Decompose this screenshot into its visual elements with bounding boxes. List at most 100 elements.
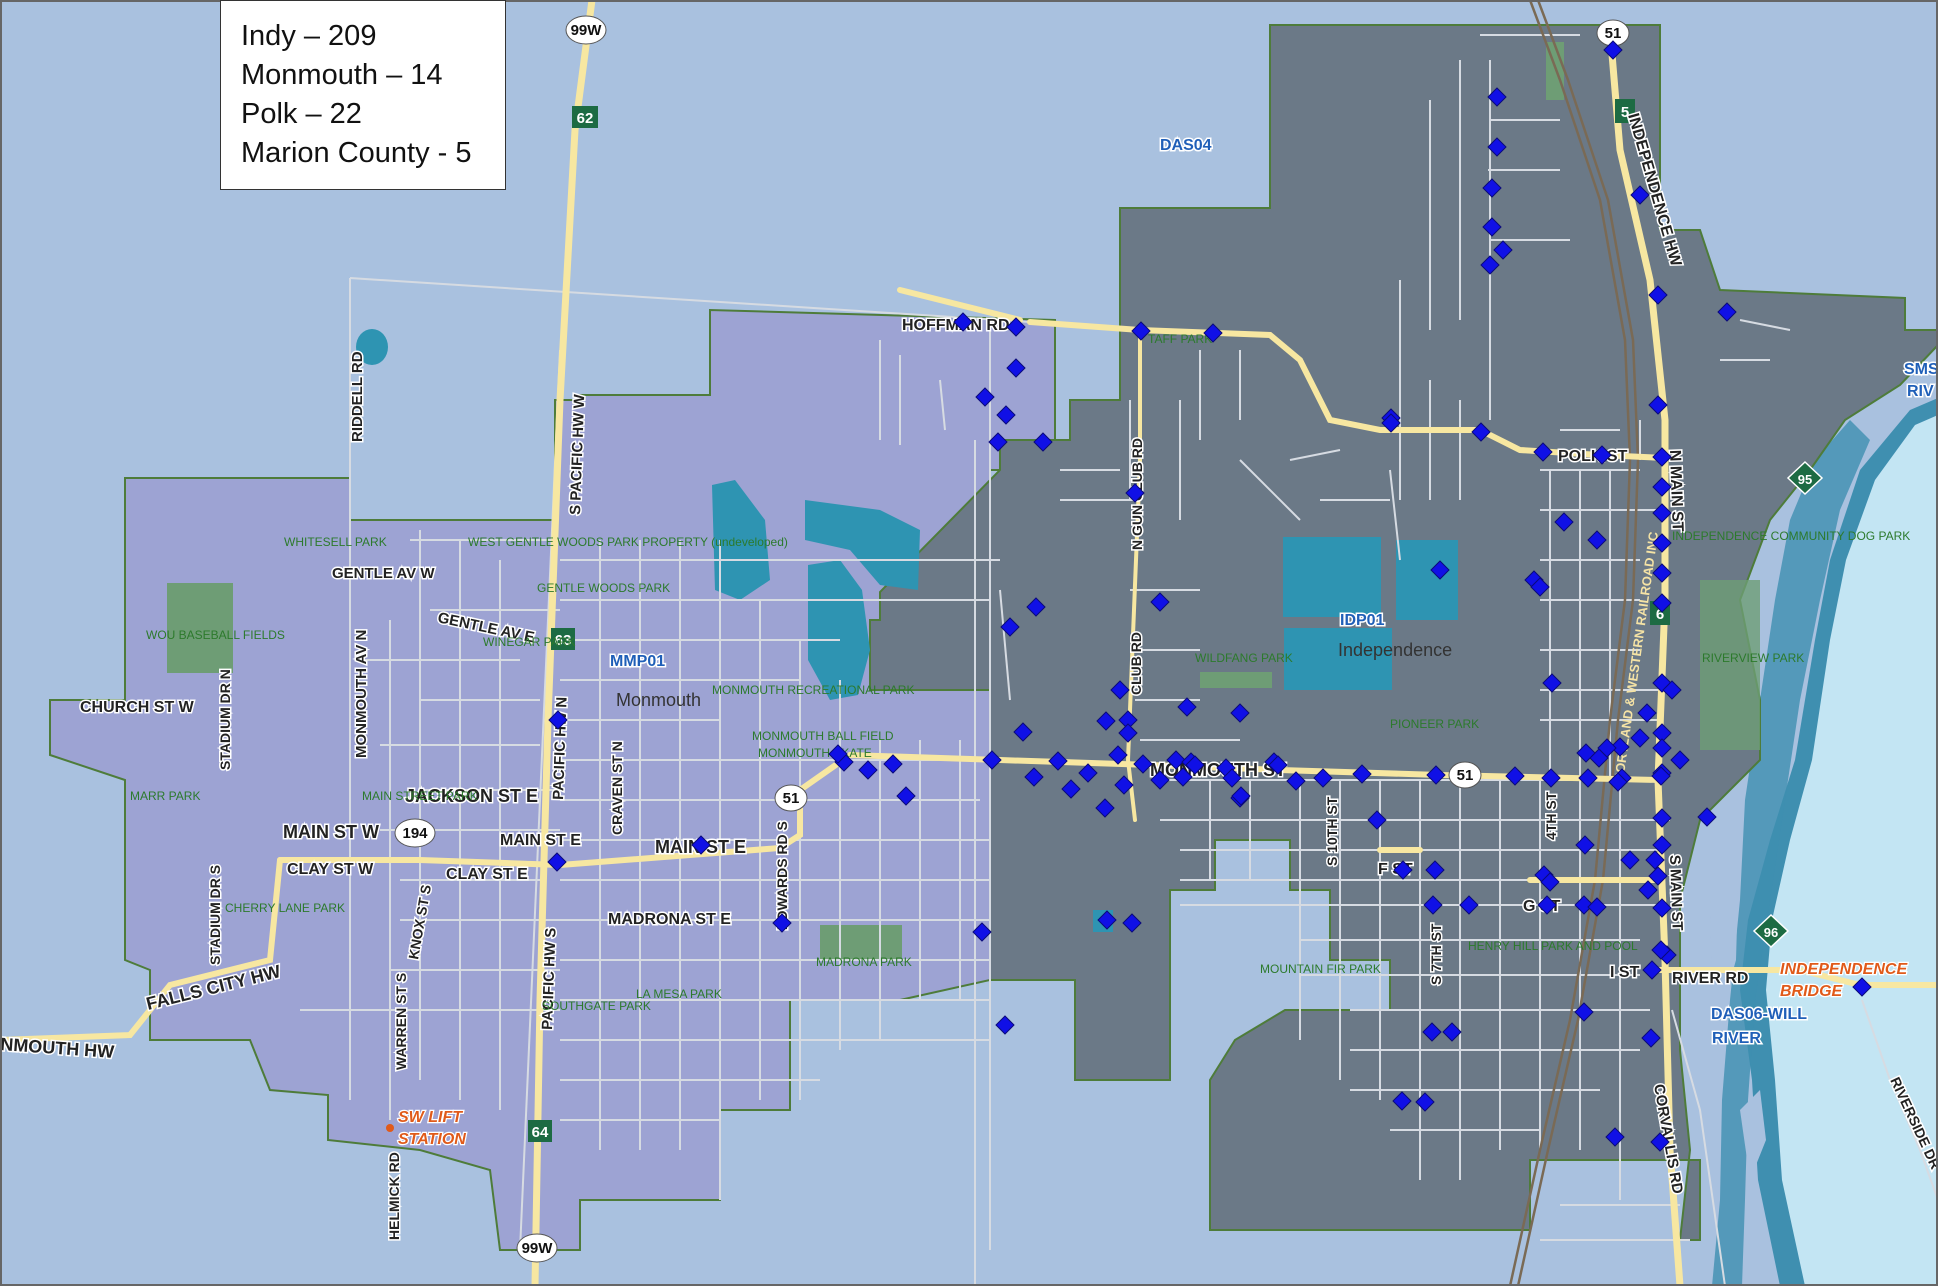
service-point-marker[interactable] <box>1108 745 1128 765</box>
service-point-marker[interactable] <box>1480 255 1500 275</box>
service-point-marker[interactable] <box>1648 395 1668 415</box>
service-point-marker[interactable] <box>1231 786 1251 806</box>
service-point-marker[interactable] <box>548 710 568 730</box>
service-point-marker[interactable] <box>1630 728 1650 748</box>
service-point-marker[interactable] <box>883 754 903 774</box>
service-point-marker[interactable] <box>953 312 973 332</box>
service-point-marker[interactable] <box>1006 317 1026 337</box>
service-point-marker[interactable] <box>1652 593 1672 613</box>
service-point-marker[interactable] <box>1608 772 1628 792</box>
service-point-marker[interactable] <box>1578 768 1598 788</box>
service-point-marker[interactable] <box>1630 185 1650 205</box>
service-point-marker[interactable] <box>1652 533 1672 553</box>
service-point-marker[interactable] <box>1471 422 1491 442</box>
service-point-marker[interactable] <box>1442 1022 1462 1042</box>
service-point-marker[interactable] <box>1642 960 1662 980</box>
service-point-marker[interactable] <box>996 405 1016 425</box>
service-point-marker[interactable] <box>1013 722 1033 742</box>
service-point-marker[interactable] <box>1033 432 1053 452</box>
service-point-marker[interactable] <box>1185 755 1205 775</box>
service-point-marker[interactable] <box>975 387 995 407</box>
service-point-marker[interactable] <box>972 922 992 942</box>
service-point-marker[interactable] <box>1125 483 1145 503</box>
service-point-marker[interactable] <box>1426 765 1446 785</box>
service-point-marker[interactable] <box>1459 895 1479 915</box>
service-point-marker[interactable] <box>1415 1092 1435 1112</box>
service-point-marker[interactable] <box>1620 850 1640 870</box>
service-point-marker[interactable] <box>1648 866 1668 886</box>
service-point-marker[interactable] <box>1662 680 1682 700</box>
service-point-marker[interactable] <box>1652 477 1672 497</box>
service-point-marker[interactable] <box>1652 447 1672 467</box>
service-point-marker[interactable] <box>1574 895 1594 915</box>
service-point-marker[interactable] <box>1648 285 1668 305</box>
service-point-marker[interactable] <box>1487 137 1507 157</box>
service-point-marker[interactable] <box>1381 413 1401 433</box>
service-point-marker[interactable] <box>1367 810 1387 830</box>
service-point-marker[interactable] <box>1540 872 1560 892</box>
service-point-marker[interactable] <box>1425 860 1445 880</box>
service-point-marker[interactable] <box>1393 860 1413 880</box>
service-point-marker[interactable] <box>1482 217 1502 237</box>
service-point-marker[interactable] <box>1505 766 1525 786</box>
service-point-marker[interactable] <box>1118 723 1138 743</box>
service-point-marker[interactable] <box>1670 750 1690 770</box>
service-point-marker[interactable] <box>982 750 1002 770</box>
service-point-marker[interactable] <box>1652 563 1672 583</box>
service-point-marker[interactable] <box>1230 703 1250 723</box>
service-point-marker[interactable] <box>1423 895 1443 915</box>
service-point-marker[interactable] <box>1530 577 1550 597</box>
service-point-marker[interactable] <box>1110 680 1130 700</box>
service-point-marker[interactable] <box>1114 775 1134 795</box>
service-point-marker[interactable] <box>1024 767 1044 787</box>
service-point-marker[interactable] <box>896 786 916 806</box>
service-point-marker[interactable] <box>1542 673 1562 693</box>
service-point-marker[interactable] <box>1603 40 1623 60</box>
service-point-marker[interactable] <box>988 432 1008 452</box>
service-point-marker[interactable] <box>1637 703 1657 723</box>
service-point-marker[interactable] <box>1131 321 1151 341</box>
service-point-marker[interactable] <box>1576 743 1596 763</box>
service-point-marker[interactable] <box>1597 738 1617 758</box>
service-point-marker[interactable] <box>1651 940 1671 960</box>
service-point-marker[interactable] <box>1652 808 1672 828</box>
service-point-marker[interactable] <box>1166 750 1186 770</box>
service-point-marker[interactable] <box>1641 1028 1661 1048</box>
service-point-marker[interactable] <box>1097 910 1117 930</box>
service-point-marker[interactable] <box>1203 323 1223 343</box>
service-point-marker[interactable] <box>995 1015 1015 1035</box>
service-point-marker[interactable] <box>1268 755 1288 775</box>
service-point-marker[interactable] <box>1652 835 1672 855</box>
service-point-marker[interactable] <box>1048 751 1068 771</box>
service-point-marker[interactable] <box>1352 764 1372 784</box>
service-point-marker[interactable] <box>1652 738 1672 758</box>
service-point-marker[interactable] <box>1222 768 1242 788</box>
service-point-marker[interactable] <box>1150 592 1170 612</box>
service-point-marker[interactable] <box>1313 768 1333 788</box>
service-point-marker[interactable] <box>1541 768 1561 788</box>
service-point-marker[interactable] <box>828 744 848 764</box>
service-point-marker[interactable] <box>1095 798 1115 818</box>
service-point-marker[interactable] <box>1852 977 1872 997</box>
service-point-marker[interactable] <box>1638 880 1658 900</box>
service-point-marker[interactable] <box>772 913 792 933</box>
service-point-marker[interactable] <box>1533 442 1553 462</box>
service-point-marker[interactable] <box>691 835 711 855</box>
service-point-marker[interactable] <box>1422 1022 1442 1042</box>
service-point-marker[interactable] <box>1651 766 1671 786</box>
service-point-marker[interactable] <box>1554 512 1574 532</box>
service-point-marker[interactable] <box>1061 779 1081 799</box>
service-point-marker[interactable] <box>1482 178 1502 198</box>
service-point-marker[interactable] <box>1000 617 1020 637</box>
service-point-marker[interactable] <box>1610 737 1630 757</box>
service-point-marker[interactable] <box>1652 503 1672 523</box>
service-point-marker[interactable] <box>1173 767 1193 787</box>
service-point-marker[interactable] <box>1717 302 1737 322</box>
service-point-marker[interactable] <box>1006 358 1026 378</box>
service-point-marker[interactable] <box>1392 1091 1412 1111</box>
service-point-marker[interactable] <box>1026 597 1046 617</box>
service-point-marker[interactable] <box>547 852 567 872</box>
service-point-marker[interactable] <box>1133 754 1153 774</box>
service-point-marker[interactable] <box>1587 897 1607 917</box>
service-point-marker[interactable] <box>1150 770 1170 790</box>
